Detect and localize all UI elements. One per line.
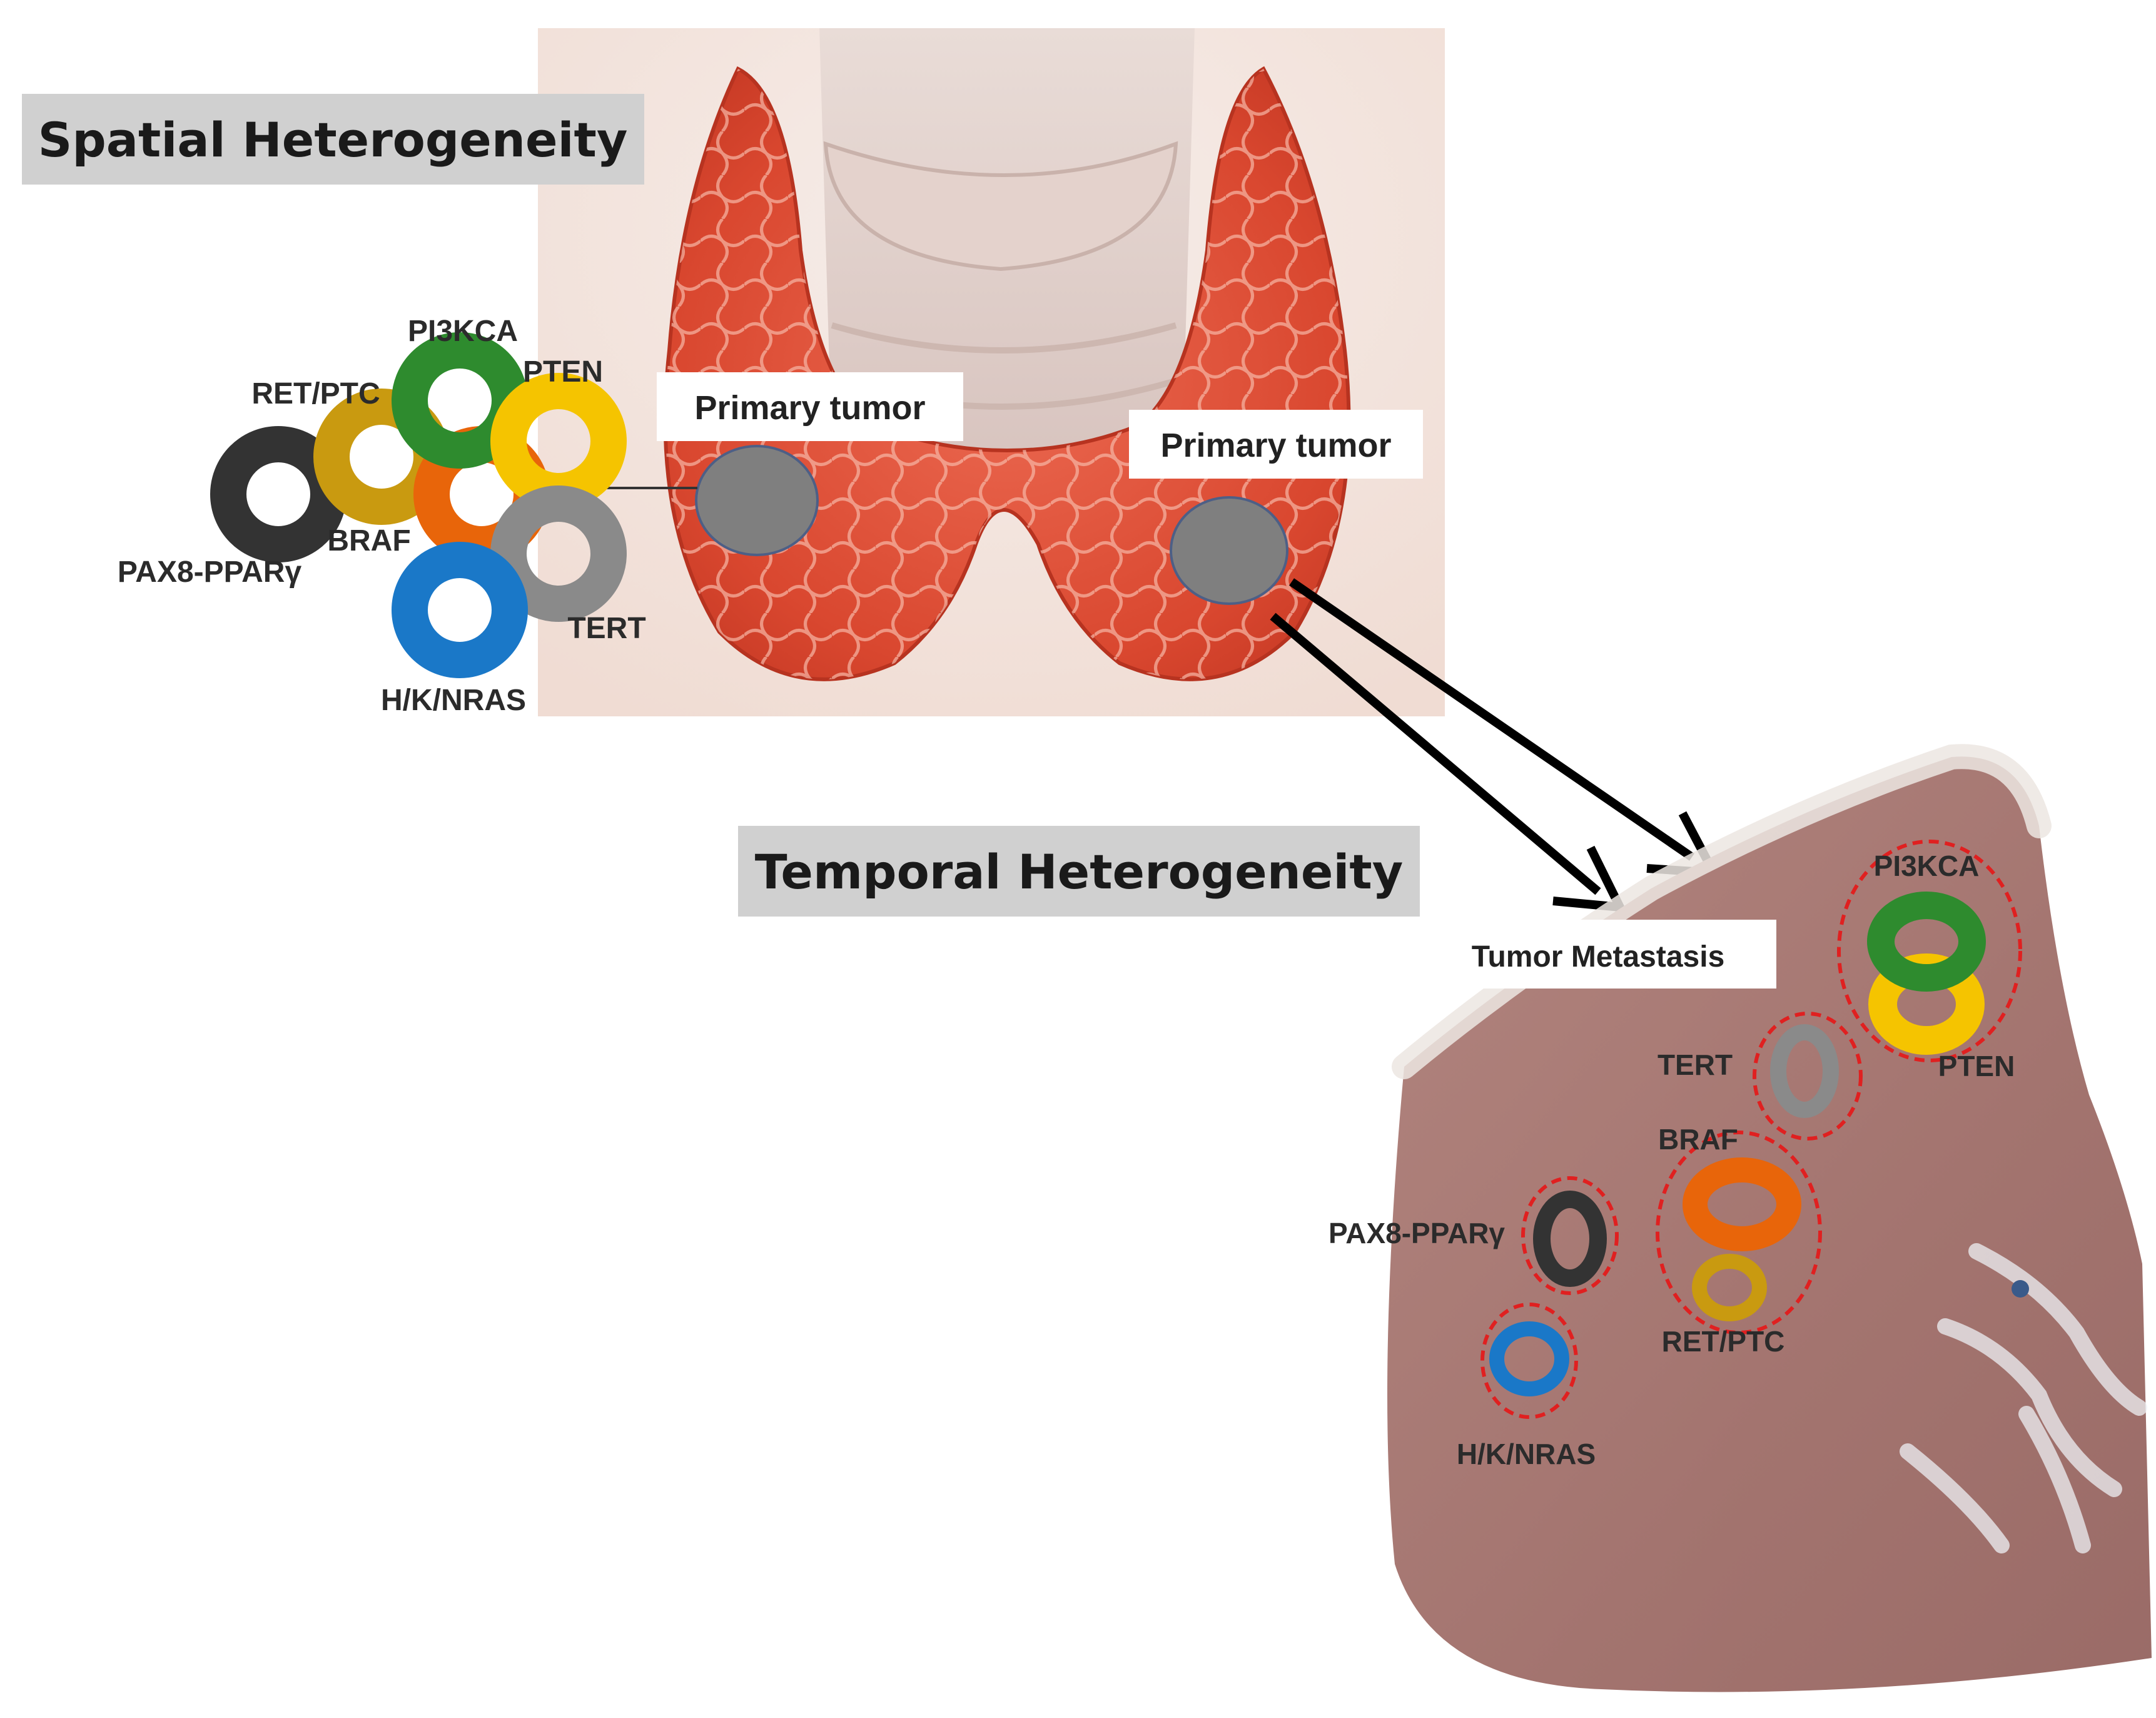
meta-ring-h-k-nras	[1489, 1321, 1569, 1396]
spatial-heading: Spatial Heterogeneity	[22, 94, 644, 185]
clone-group-pax8	[1521, 1176, 1619, 1295]
primary-tumor-left-box	[657, 372, 963, 441]
spatial-mutation-cluster: PI3KCA RET/PTC PTEN PAX8-PPARγ BRAF TERT…	[118, 315, 646, 717]
label-pten: PTEN	[523, 355, 603, 389]
primary-tumor-left: Primary tumor	[657, 372, 963, 556]
metastasis-label: Tumor Metastasis	[1472, 940, 1725, 973]
metastasis-label-box	[1420, 920, 1776, 989]
label-braf: BRAF	[327, 524, 410, 557]
meta-ring-ret-ptc	[1692, 1254, 1767, 1321]
meta-label-h-k-nras: H/K/NRAS	[1457, 1438, 1596, 1470]
clone-group-pi3kca-pten	[1837, 840, 2022, 1062]
meta-label-pten: PTEN	[1938, 1050, 2015, 1082]
primary-tumor-left-mass	[695, 445, 819, 556]
label-h-k-nras: H/K/NRAS	[381, 684, 526, 717]
label-pi3kca: PI3KCA	[408, 315, 518, 348]
metastasis-tissue: Tumor Metastasis PI3KCA PTEN TERT BRAF P…	[1329, 744, 2152, 1692]
connective-tissue-streaks	[1900, 1243, 2147, 1553]
clone-group-braf-retptc	[1656, 1131, 1822, 1334]
spatial-heading-text: Spatial Heterogeneity	[38, 112, 628, 168]
ring-pax8-ppargamma	[210, 426, 347, 562]
ring-tert	[490, 485, 627, 622]
spatial-heading-box	[22, 94, 644, 185]
label-pax8-ppargamma: PAX8-PPARγ	[118, 556, 302, 589]
larynx	[823, 141, 1178, 272]
temporal-heading-text: Temporal Heterogeneity	[755, 844, 1404, 900]
meta-ring-tert	[1770, 1024, 1839, 1118]
meta-ring-pax8	[1533, 1191, 1607, 1287]
temporal-heading-box	[738, 826, 1420, 917]
primary-tumor-right-label: Primary tumor	[1160, 427, 1391, 464]
meta-label-tert: TERT	[1657, 1049, 1733, 1081]
arrow-lower	[1270, 612, 1601, 895]
primary-tumor-left-label: Primary tumor	[694, 389, 925, 427]
meta-label-pi3kca: PI3KCA	[1874, 850, 1980, 882]
meta-ring-pi3kca	[1867, 892, 1986, 992]
vessel-dot	[2012, 1280, 2029, 1298]
primary-tumor-right: Primary tumor	[1129, 410, 1423, 605]
arrow-upper	[1289, 578, 1694, 861]
meta-ring-braf	[1683, 1157, 1801, 1251]
ring-h-k-nras	[392, 542, 528, 678]
meta-label-braf: BRAF	[1658, 1123, 1738, 1156]
temporal-heading: Temporal Heterogeneity	[738, 826, 1420, 917]
label-tert: TERT	[567, 612, 645, 645]
primary-tumor-right-box	[1129, 410, 1423, 479]
label-ret-ptc: RET/PTC	[251, 377, 380, 410]
clone-group-h-k-nras	[1480, 1303, 1578, 1419]
meta-label-pax8-ppargamma: PAX8-PPARγ	[1329, 1217, 1505, 1249]
clone-group-tert	[1753, 1012, 1863, 1141]
primary-tumor-right-mass	[1170, 496, 1288, 605]
meta-label-ret-ptc: RET/PTC	[1662, 1325, 1785, 1358]
